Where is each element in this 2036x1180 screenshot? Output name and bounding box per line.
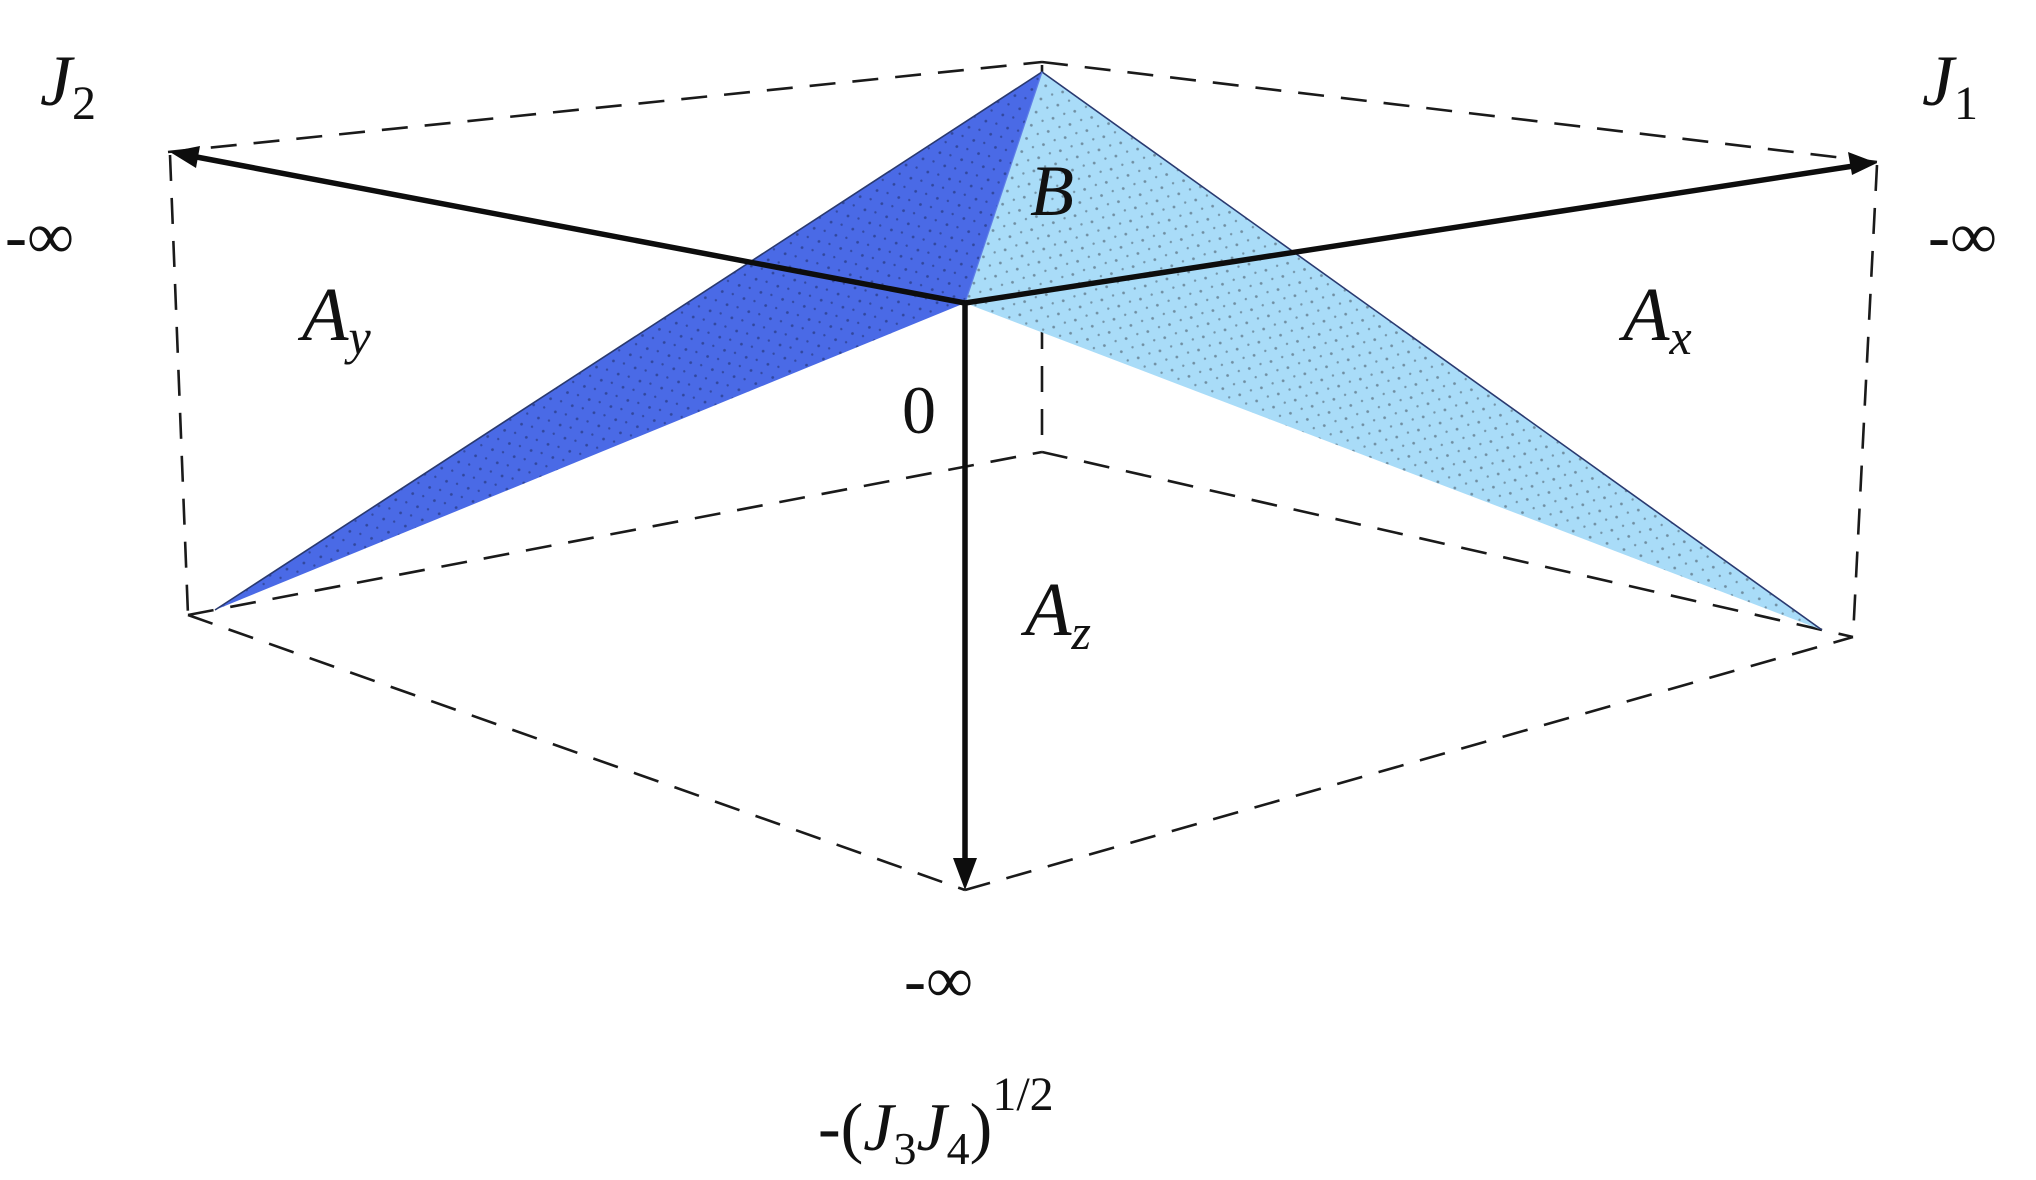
- box-edge-top-left: [167, 60, 1043, 154]
- surface-ridge: [964, 71, 1043, 304]
- region-b-label: B: [1030, 151, 1074, 231]
- box-edge-right-vertical: [1851, 164, 1879, 638]
- axis-j1-arrowhead: [1848, 152, 1877, 175]
- region-ay-label: Ay: [297, 273, 371, 365]
- box-edge-mid-left: [187, 450, 1043, 617]
- axis-vertical-arrowhead: [953, 858, 977, 890]
- axis-vertical-limit: -∞: [904, 944, 973, 1017]
- axis-j1-limit: -∞: [1928, 200, 1997, 273]
- region-az-label: Az: [1020, 568, 1091, 660]
- axis-j2-limit: -∞: [5, 200, 74, 273]
- axis-j2-label: J2: [40, 41, 96, 130]
- region-ax-dots: [965, 72, 1822, 630]
- axis-j1: [964, 162, 1861, 306]
- axis-vertical-label: -(J3J4)1/2: [818, 1068, 1054, 1174]
- box-edge-bottom-left: [187, 613, 966, 892]
- axis-j2: [185, 152, 966, 306]
- axis-j2-arrowhead: [170, 146, 200, 168]
- phase-surfaces: [214, 71, 1823, 631]
- bounding-box: [167, 60, 1879, 892]
- box-edge-bottom-right: [964, 635, 1854, 892]
- axis-j1-label: J1: [1922, 41, 1978, 130]
- box-edge-top-right: [1041, 60, 1878, 164]
- origin-label: 0: [902, 372, 936, 448]
- box-edge-mid-right: [1041, 450, 1854, 639]
- box-edge-left-vertical: [168, 154, 190, 616]
- axes: [170, 146, 1877, 890]
- region-ax-label: Ax: [1618, 273, 1692, 365]
